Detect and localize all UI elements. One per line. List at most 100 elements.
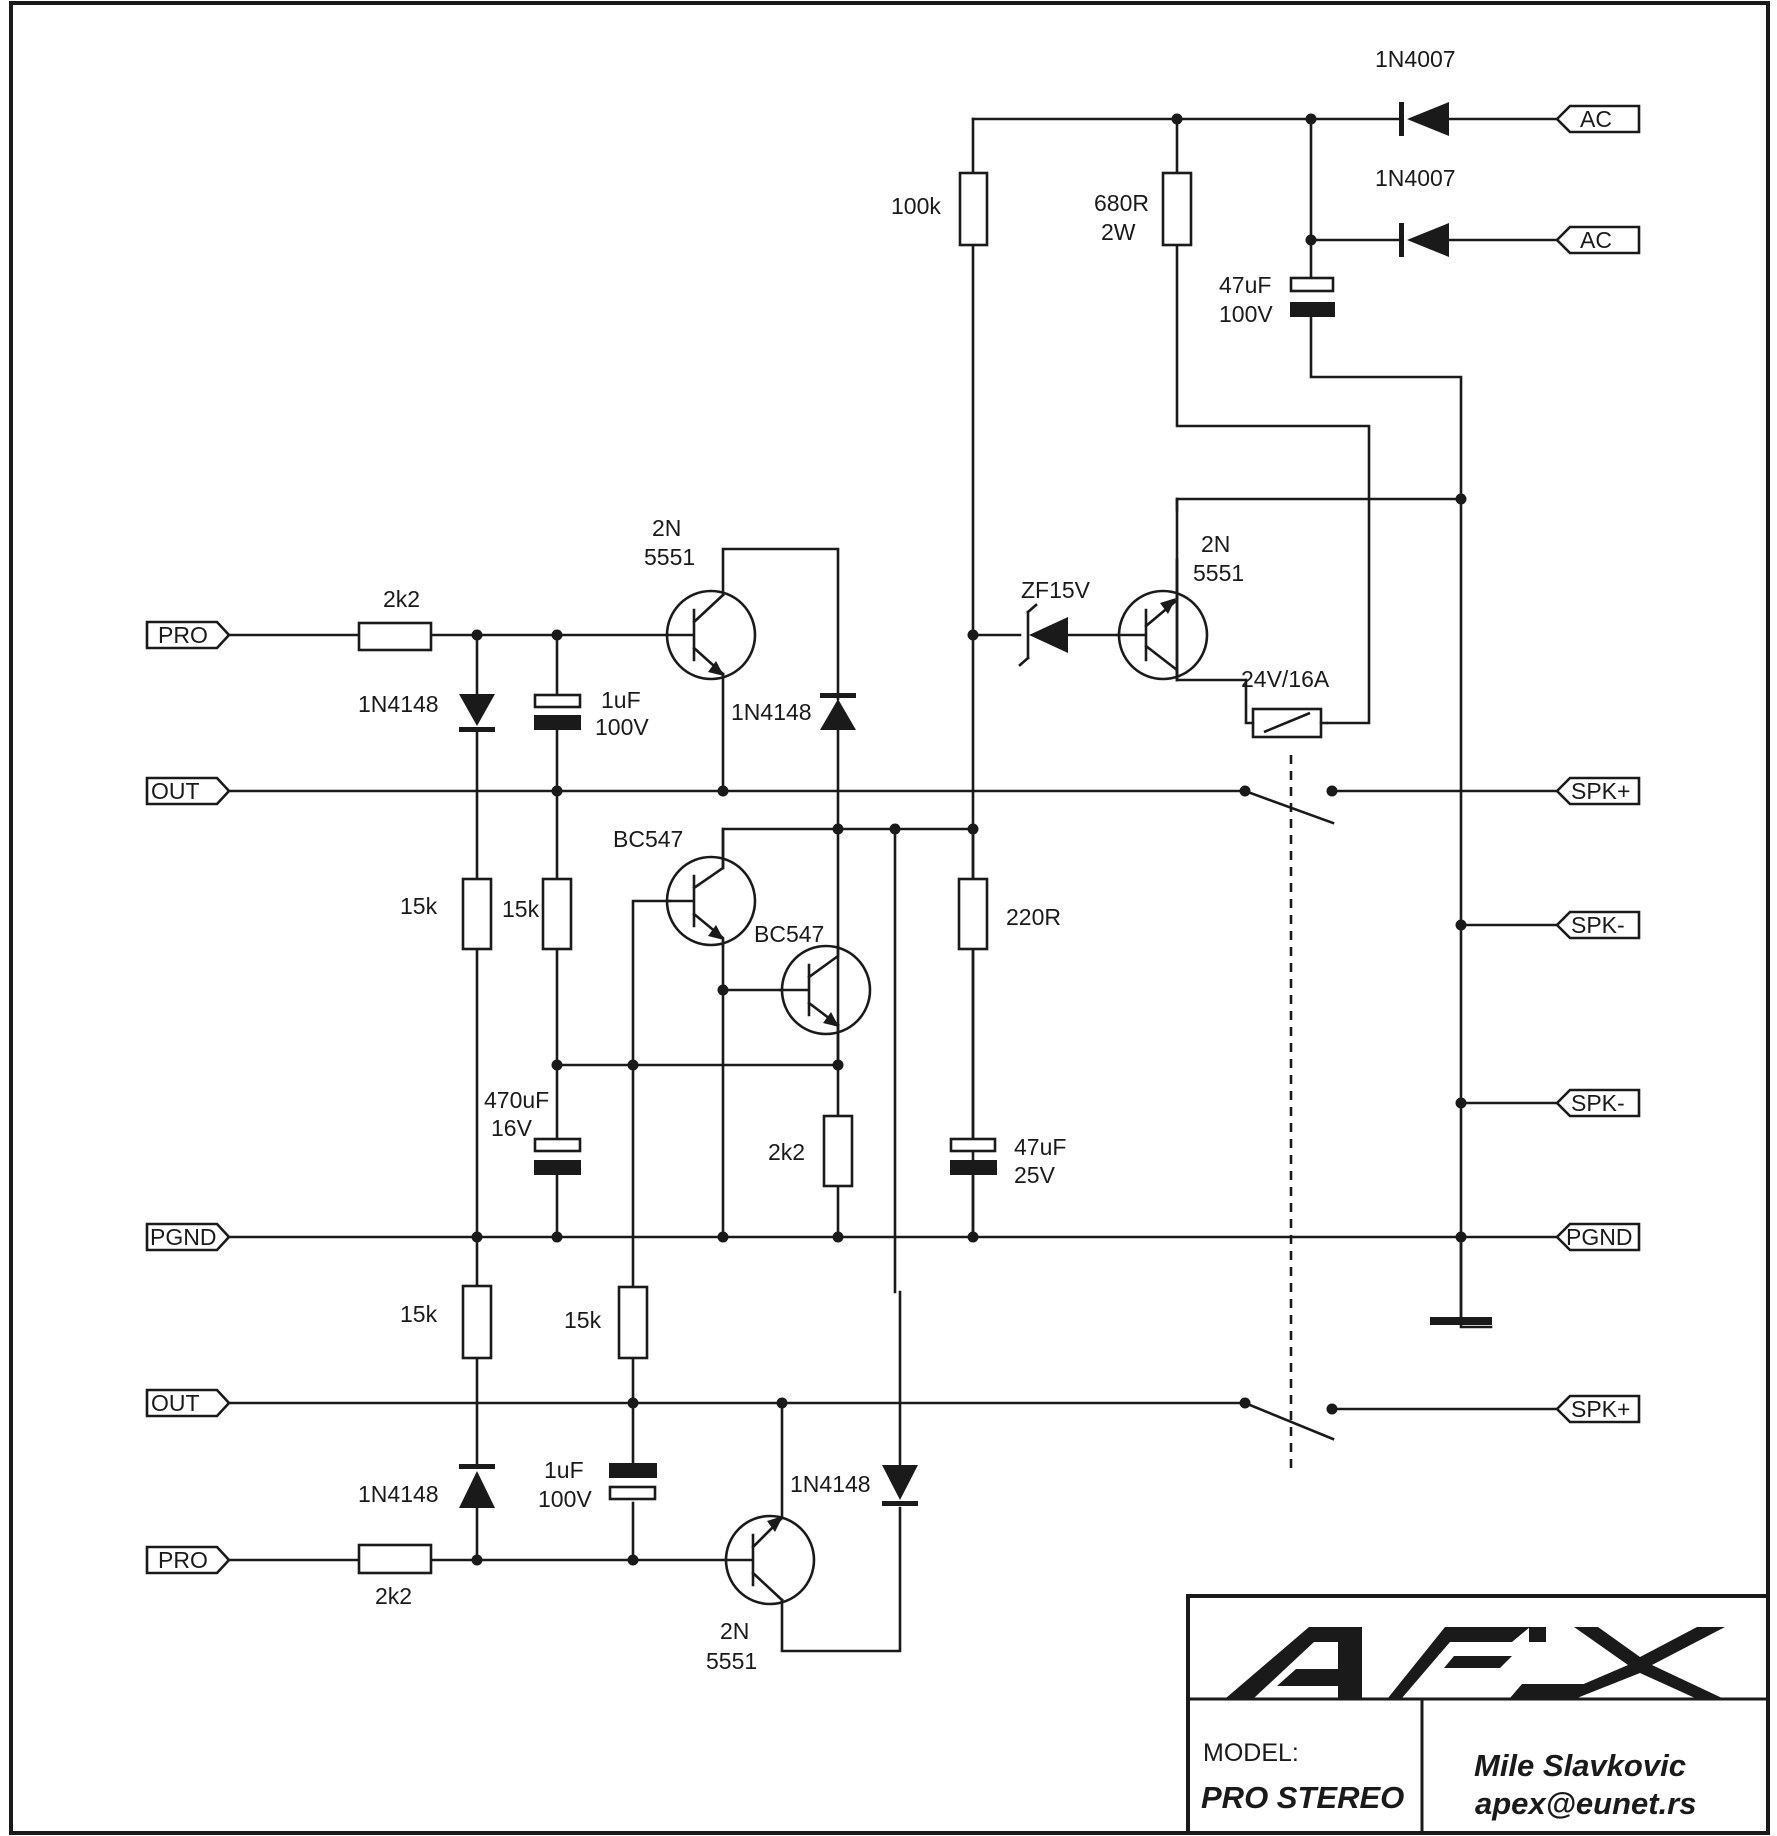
resistor-2k2-bottom: 2k2	[357, 1543, 433, 1609]
apex-logo	[1226, 1627, 1725, 1698]
transistor-bc547-a: BC547	[613, 826, 757, 948]
connector-label: SPK-	[1571, 1090, 1625, 1116]
component-label: ZF15V	[1021, 577, 1091, 603]
component-label: 1N4148	[358, 1481, 439, 1507]
connector-label: PRO	[158, 622, 208, 648]
connector-ac-2: AC	[1555, 225, 1641, 255]
junction-dots	[471, 113, 1467, 1566]
diode-1n4007-bottom: 1N4007	[1375, 165, 1456, 257]
component-label: 470uF	[484, 1087, 549, 1113]
author-name: Mile Slavkovic	[1474, 1748, 1686, 1783]
component-label: 15k	[400, 1301, 438, 1327]
diode-1n4007-top: 1N4007	[1375, 46, 1456, 136]
transistor-2n5551-bottom: 2N 5551	[706, 1514, 816, 1674]
connector-label: PGND	[1566, 1224, 1632, 1250]
author-email: apex@eunet.rs	[1475, 1786, 1696, 1821]
diode-1n4148-mid: 1N4148	[731, 693, 856, 730]
component-label: 2N	[720, 1618, 749, 1644]
connector-pro-bottom: PRO	[145, 1545, 231, 1575]
component-label: BC547	[613, 826, 683, 852]
component-label: 1N4007	[1375, 46, 1456, 72]
resistor-220r: 220R	[957, 877, 1061, 951]
resistor-100k: 100k	[891, 171, 989, 247]
ground-symbol	[1430, 1235, 1492, 1325]
component-label: 2k2	[375, 1583, 412, 1609]
connector-label: OUT	[151, 1390, 200, 1416]
connector-pgnd-left: PGND	[145, 1222, 231, 1252]
connector-spk-plus-bottom: SPK+	[1555, 1394, 1641, 1424]
transistor-bc547-b: BC547	[754, 921, 872, 1036]
component-label: 1N4007	[1375, 165, 1456, 191]
connector-label: SPK+	[1571, 778, 1630, 804]
component-label: 100k	[891, 193, 941, 219]
transistor-2n5551-relay: 2N 5551	[1116, 531, 1244, 682]
component-label: 2N	[1201, 531, 1230, 557]
title-block: MODEL: PRO STEREO Mile Slavkovic apex@eu…	[1186, 1594, 1770, 1835]
component-label: 100V	[538, 1486, 592, 1512]
connector-label: PRO	[158, 1547, 208, 1573]
model-label: MODEL:	[1203, 1739, 1299, 1767]
capacitor-1uf-top: 1uF 100V	[533, 687, 649, 740]
component-label: 1uF	[601, 687, 641, 713]
connector-label: AC	[1580, 106, 1612, 132]
resistor-2k2-top: 2k2	[357, 586, 433, 652]
component-label: 1N4148	[358, 691, 439, 717]
component-label: 47uF	[1014, 1134, 1066, 1160]
diode-1n4148-left-bottom: 1N4148	[358, 1464, 495, 1508]
connector-pro-top: PRO	[145, 620, 231, 650]
page-frame	[9, 1, 1770, 1835]
relay-coil-24v-16a: 24V/16A	[1241, 666, 1330, 739]
component-label: 2k2	[768, 1139, 805, 1165]
diode-1n4148-left-top: 1N4148	[358, 691, 495, 732]
wires	[227, 117, 1559, 1653]
component-label: 24V/16A	[1241, 666, 1330, 692]
component-label: 2W	[1101, 219, 1136, 245]
component-label: 47uF	[1219, 272, 1271, 298]
resistor-15k-2: 15k	[502, 877, 573, 951]
component-label: 220R	[1006, 904, 1061, 930]
component-label: 5551	[644, 544, 695, 570]
connector-label: PGND	[150, 1224, 216, 1250]
component-label: 100V	[595, 714, 649, 740]
resistor-15k-3: 15k	[400, 1284, 493, 1360]
component-label: 16V	[491, 1115, 533, 1141]
capacitor-1uf-bottom: 1uF 100V	[538, 1457, 657, 1512]
capacitor-470uf: 470uF 16V	[484, 1087, 582, 1175]
component-label: 15k	[400, 893, 438, 919]
component-label: BC547	[754, 921, 824, 947]
component-label: 5551	[706, 1648, 757, 1674]
transistor-2n5551-top: 2N 5551	[644, 515, 757, 681]
connector-out-bottom: OUT	[145, 1388, 231, 1418]
component-label: 2N	[652, 515, 681, 541]
connector-label: OUT	[151, 778, 200, 804]
component-label: 1uF	[544, 1457, 584, 1483]
component-label: 5551	[1193, 560, 1244, 586]
component-label: 2k2	[383, 586, 420, 612]
component-label: 680R	[1094, 190, 1149, 216]
component-label: 100V	[1219, 301, 1273, 327]
component-label: 1N4148	[790, 1471, 871, 1497]
connector-ac-1: AC	[1555, 104, 1641, 134]
component-label: 1N4148	[731, 699, 812, 725]
connector-spk-minus-2: SPK-	[1555, 1088, 1641, 1118]
connector-spk-minus-1: SPK-	[1555, 910, 1641, 940]
model-value: PRO STEREO	[1201, 1780, 1404, 1815]
resistor-2k2-mid: 2k2	[768, 1114, 854, 1188]
capacitor-47uf-100v: 47uF 100V	[1219, 272, 1335, 327]
connector-spk-plus-top: SPK+	[1555, 776, 1641, 806]
component-label: 15k	[564, 1307, 602, 1333]
connector-label: SPK-	[1571, 912, 1625, 938]
diode-1n4148-right-bottom: 1N4148	[790, 1465, 918, 1506]
zener-zf15v: ZF15V	[1018, 577, 1091, 667]
capacitor-47uf-25v: 47uF 25V	[949, 1134, 1066, 1188]
component-label: 15k	[502, 896, 540, 922]
resistor-15k-1: 15k	[400, 877, 493, 951]
connector-label: SPK+	[1571, 1396, 1630, 1422]
resistor-15k-4: 15k	[564, 1285, 649, 1360]
connector-pgnd-right: PGND	[1555, 1222, 1641, 1252]
resistor-680r: 680R 2W	[1094, 171, 1193, 247]
connector-out-top: OUT	[145, 776, 231, 806]
connector-label: AC	[1580, 227, 1612, 253]
component-label: 25V	[1014, 1162, 1056, 1188]
